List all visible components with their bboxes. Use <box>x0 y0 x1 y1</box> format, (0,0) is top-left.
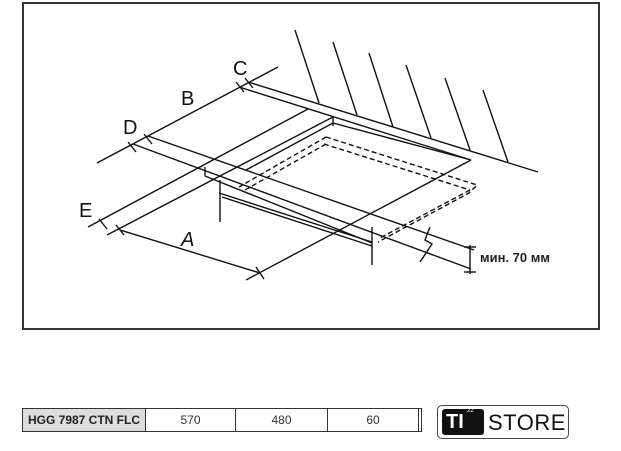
label-a: A <box>181 229 195 251</box>
label-c: C <box>233 58 248 80</box>
empty-cell <box>419 409 422 431</box>
label-b: B <box>181 88 195 110</box>
value-cell: 60 <box>328 409 419 431</box>
dimension-b-line <box>96 66 279 164</box>
value-cell: 480 <box>236 409 328 431</box>
model-cell: HGG 7987 CTN FLC <box>23 409 146 431</box>
store-logo: TI 22 STORE <box>437 405 569 439</box>
wall-line <box>247 81 539 173</box>
logo-store: STORE <box>488 410 566 435</box>
dimension-a-line <box>119 229 261 274</box>
label-d: D <box>123 117 138 139</box>
dimensions-table: HGG 7987 CTN FLC 570 480 60 <box>22 408 422 432</box>
logo-ti: TI <box>442 409 484 435</box>
clearance-note: мин. 70 мм <box>480 250 550 265</box>
countertop-back-edge <box>238 86 472 161</box>
logo-superscript: 22 <box>467 408 474 414</box>
tick-marks <box>98 77 476 280</box>
cutout-outline <box>238 136 479 243</box>
value-cell: 570 <box>146 409 236 431</box>
installation-diagram-frame <box>22 2 600 330</box>
installation-diagram <box>87 29 539 281</box>
label-e: E <box>79 200 93 222</box>
wall-hatching <box>294 29 509 163</box>
